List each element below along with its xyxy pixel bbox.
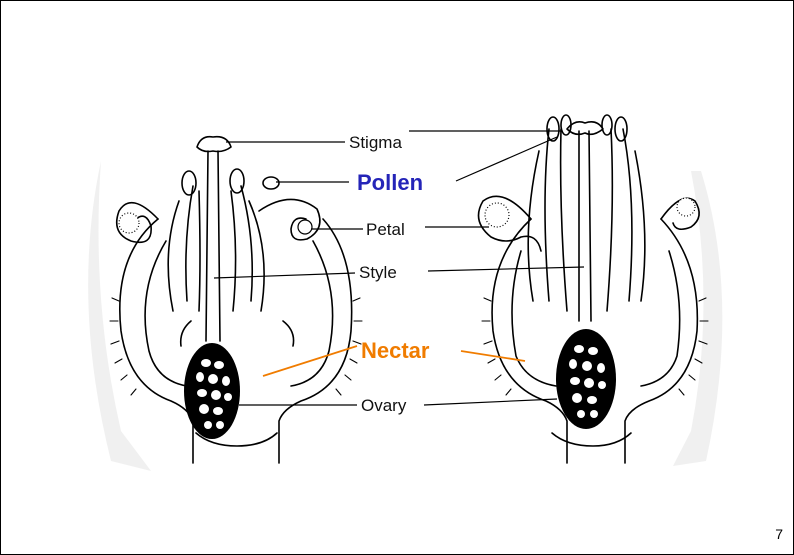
- ovary-leader-right: [424, 399, 557, 405]
- nectar-label: Nectar: [361, 338, 430, 363]
- page-number: 7: [775, 526, 783, 542]
- ovary-label: Ovary: [361, 396, 407, 415]
- stigma-label: Stigma: [349, 133, 402, 152]
- right-flower: [479, 115, 723, 466]
- petal-label: Petal: [366, 220, 405, 239]
- style-leader-right: [428, 267, 584, 271]
- style-label: Style: [359, 263, 397, 282]
- nectar-leader-left: [263, 346, 357, 376]
- left-flower: [88, 137, 362, 471]
- pollen-label: Pollen: [357, 170, 423, 195]
- pollen-leader-right: [456, 137, 557, 181]
